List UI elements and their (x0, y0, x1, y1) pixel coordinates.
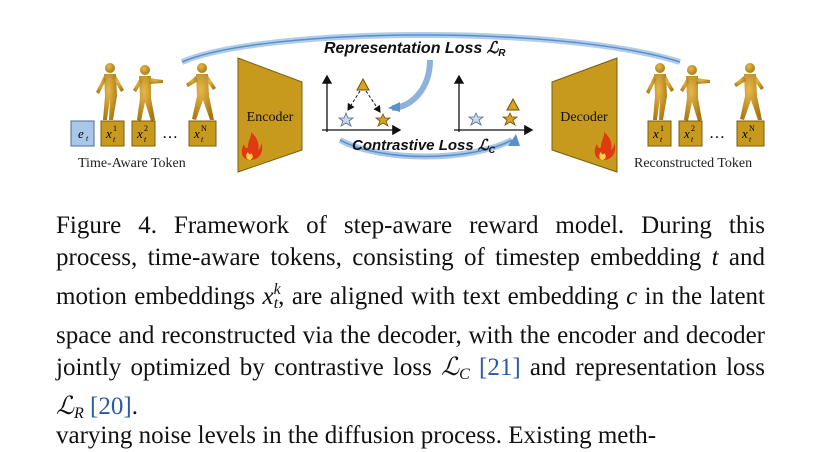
svg-text:2: 2 (691, 124, 695, 133)
figure-caption: Figure 4. Framework of step-aware reward… (56, 212, 766, 422)
svg-text:t: t (113, 135, 116, 144)
token-x-N (188, 120, 217, 147)
fire-icon-encoder (241, 132, 263, 160)
svg-text:1: 1 (113, 124, 117, 133)
encoder-block: Encoder (237, 57, 303, 173)
citation-20[interactable]: [20] (90, 393, 132, 420)
input-token-label: Time-Aware Token (78, 156, 186, 171)
svg-text:N: N (749, 124, 755, 133)
contrastive-loss-label: Contrastive Loss ℒC (352, 137, 496, 155)
fire-icon-decoder (594, 132, 616, 160)
svg-text:t: t (86, 134, 89, 143)
svg-text:…: … (162, 125, 178, 142)
token-e-t (70, 120, 95, 147)
recon-token-x-2 (678, 120, 703, 147)
svg-text:N: N (201, 124, 207, 133)
svg-text:e: e (78, 126, 84, 141)
output-token-label: Reconstructed Token (634, 156, 752, 171)
svg-text:Decoder: Decoder (560, 110, 608, 125)
svg-text:x: x (741, 126, 748, 141)
representation-loss-label: Representation Loss ℒR (324, 40, 506, 59)
recon-token-x-N (736, 120, 765, 147)
svg-text:t: t (691, 135, 694, 144)
svg-text:x: x (136, 126, 143, 141)
svg-text:2: 2 (144, 124, 148, 133)
recon-token-x-1 (647, 120, 672, 147)
svg-text:…: … (709, 125, 725, 142)
framework-figure: e t x 1 t x 2 t … x N t Encoder (0, 0, 829, 205)
input-motion-figures (96, 63, 216, 121)
svg-text:x: x (193, 126, 200, 141)
svg-text:Encoder: Encoder (247, 110, 294, 125)
output-tokens: x 1 t x 2 t … x N t (647, 120, 765, 147)
framework-diagram: e t x 1 t x 2 t … x N t Encoder (70, 31, 765, 173)
svg-text:t: t (144, 135, 147, 144)
svg-text:t: t (201, 135, 204, 144)
svg-text:t: t (660, 135, 663, 144)
input-tokens: e t x 1 t x 2 t … x N t (70, 120, 217, 147)
token-x-2 (131, 120, 156, 147)
citation-21[interactable]: [21] (479, 354, 521, 381)
latent-space-plot-2 (453, 74, 534, 136)
svg-text:x: x (683, 126, 690, 141)
body-text-next-line: varying noise levels in the diffusion pr… (56, 422, 657, 449)
svg-text:x: x (652, 126, 659, 141)
token-x-1 (100, 120, 125, 147)
output-motion-figures (646, 63, 764, 121)
latent-space-plot-1 (321, 74, 402, 136)
decoder-block: Decoder (551, 57, 618, 173)
svg-text:t: t (749, 135, 752, 144)
svg-text:x: x (105, 126, 112, 141)
svg-text:1: 1 (660, 124, 664, 133)
